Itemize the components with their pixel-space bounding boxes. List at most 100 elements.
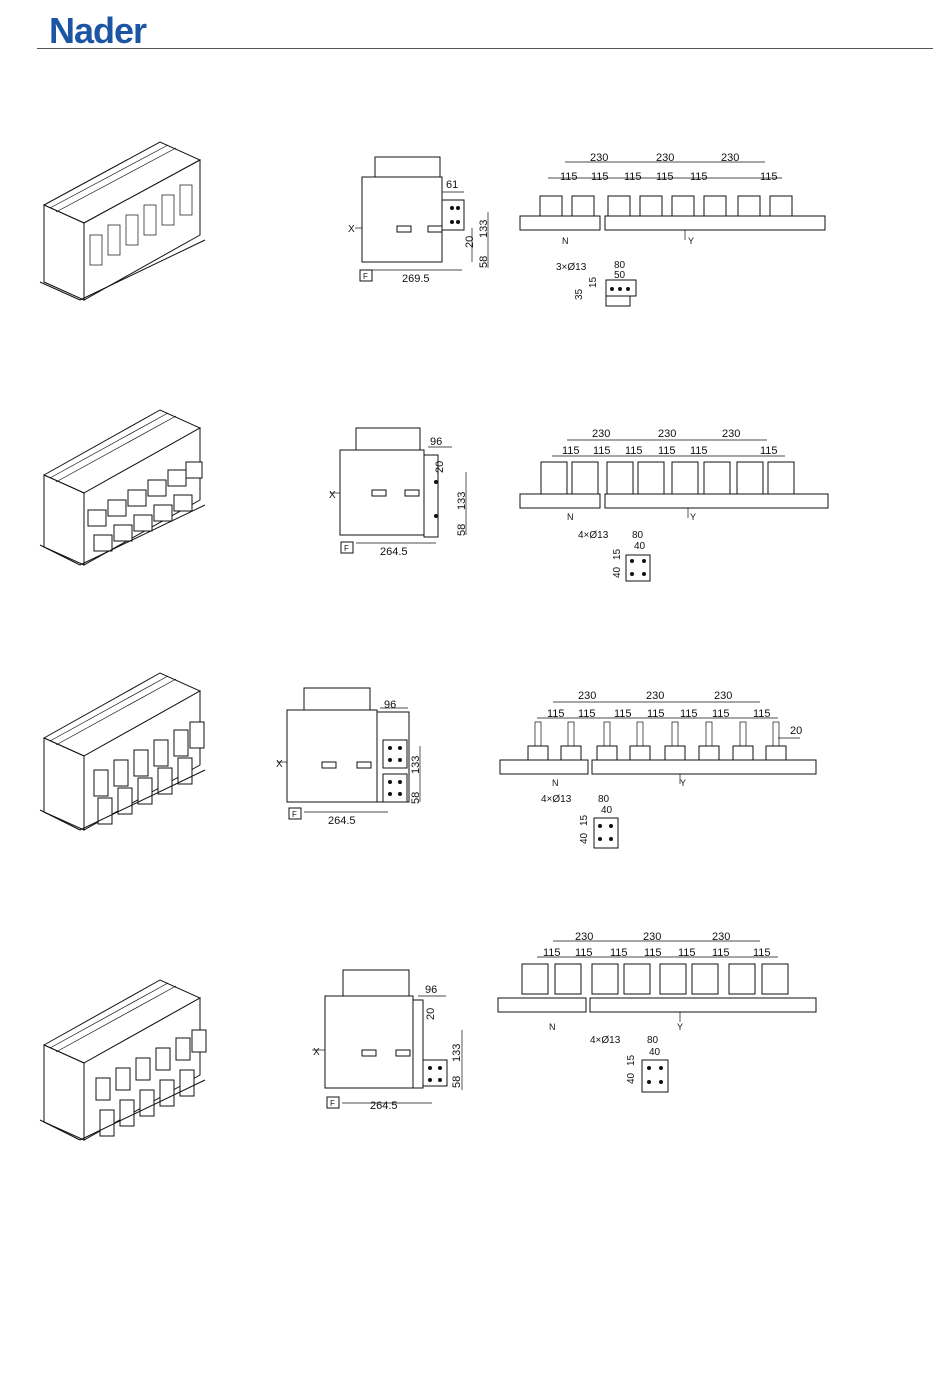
detail-w2-1: 50	[614, 270, 626, 281]
terminal-detail-2	[625, 554, 651, 582]
top-dim-115-c-2: 115	[625, 445, 643, 457]
top-dim-115-c-4: 115	[610, 947, 628, 959]
side-dim-h3-2: 58	[456, 524, 468, 536]
detail-h2-1: 35	[574, 288, 585, 300]
top-dim-115-f-1: 115	[760, 171, 778, 183]
detail-w1-2: 80	[632, 530, 644, 541]
top-dim-115-a-4: 115	[543, 947, 561, 959]
top-dim-230-b-4: 230	[643, 931, 661, 943]
side-axis-x-1: X	[348, 224, 355, 235]
isometric-view-4	[39, 979, 207, 1141]
terminal-detail-4	[641, 1059, 669, 1093]
top-label-y-1: Y	[688, 236, 694, 246]
side-axis-x-2: X	[329, 490, 336, 501]
side-datum-f-2: F	[344, 544, 349, 553]
top-dim-extra-3: 20	[790, 725, 802, 737]
detail-h1-1: 15	[588, 276, 599, 288]
side-view-2	[330, 427, 467, 554]
detail-w1-3: 80	[598, 794, 610, 805]
side-dim-base-2: 264.5	[380, 546, 408, 558]
top-dim-115-d-4: 115	[644, 947, 662, 959]
side-view-4	[312, 969, 463, 1109]
detail-h2-2: 15	[612, 548, 623, 560]
top-dim-115-f-3: 115	[712, 708, 730, 720]
top-dim-230-c-1: 230	[721, 152, 739, 164]
top-label-y-3: Y	[680, 778, 686, 788]
top-dim-115-e-1: 115	[690, 171, 708, 183]
detail-w1-4: 80	[647, 1035, 659, 1046]
detail-holes-2: 4×Ø13	[578, 530, 609, 541]
top-dim-115-b-4: 115	[575, 947, 593, 959]
side-dim-h1-1: 20	[464, 236, 476, 248]
top-dim-115-d-1: 115	[656, 171, 674, 183]
detail-holes-4: 4×Ø13	[590, 1035, 621, 1046]
top-dim-115-e-3: 115	[680, 708, 698, 720]
detail-h2-4: 15	[626, 1054, 637, 1066]
isometric-view-1	[39, 141, 206, 301]
top-dim-230-a-3: 230	[578, 690, 596, 702]
detail-holes-1: 3×Ø13	[556, 262, 587, 273]
side-dim-top-3: 96	[384, 699, 396, 711]
side-dim-top-1: 61	[446, 179, 458, 191]
side-view-3	[277, 687, 421, 820]
side-dim-h3-1: 58	[478, 256, 490, 268]
side-axis-x-3: X	[276, 759, 283, 770]
top-dim-115-b-2: 115	[593, 445, 611, 457]
detail-w2-3: 40	[601, 805, 613, 816]
top-dim-230-a-4: 230	[575, 931, 593, 943]
side-dim-base-3: 264.5	[328, 815, 356, 827]
top-dim-115-d-3: 115	[647, 708, 665, 720]
detail-h1-3: 40	[579, 832, 590, 844]
side-axis-x-4: X	[313, 1047, 320, 1058]
detail-holes-3: 4×Ø13	[541, 794, 572, 805]
top-dim-230-c-2: 230	[722, 428, 740, 440]
terminal-detail-1	[605, 279, 637, 307]
top-label-n-1: N	[562, 236, 569, 246]
top-dim-115-a-3: 115	[547, 708, 565, 720]
side-dim-top-4: 96	[425, 984, 437, 996]
side-dim-top-2: 96	[430, 436, 442, 448]
top-dim-230-c-3: 230	[714, 690, 732, 702]
top-view-3	[499, 701, 817, 784]
top-dim-230-b-2: 230	[658, 428, 676, 440]
header-divider	[37, 48, 933, 49]
top-dim-115-b-3: 115	[578, 708, 596, 720]
side-dim-h3-4: 58	[451, 1076, 463, 1088]
side-dim-h2-2: 133	[456, 492, 468, 510]
top-dim-230-a-2: 230	[592, 428, 610, 440]
isometric-view-3	[39, 672, 206, 831]
isometric-view-2	[39, 409, 206, 566]
side-dim-h2-1: 133	[478, 220, 490, 238]
top-label-y-4: Y	[677, 1022, 683, 1032]
detail-w1-1: 80	[614, 260, 626, 271]
side-dim-h2-3: 133	[410, 756, 422, 774]
top-dim-115-a-2: 115	[562, 445, 580, 457]
top-dim-115-g-3: 115	[753, 708, 771, 720]
top-label-n-2: N	[567, 512, 574, 522]
top-view-4	[497, 940, 817, 1022]
detail-w2-2: 40	[634, 541, 646, 552]
top-dim-115-a-1: 115	[560, 171, 578, 183]
top-view-2	[519, 439, 829, 518]
top-dim-115-e-4: 115	[678, 947, 696, 959]
side-dim-h1-2: 20	[434, 461, 446, 473]
detail-h1-4: 40	[626, 1072, 637, 1084]
top-dim-230-a-1: 230	[590, 152, 608, 164]
top-label-n-4: N	[549, 1022, 556, 1032]
side-datum-f-1: F	[363, 272, 368, 281]
top-dim-230-c-4: 230	[712, 931, 730, 943]
detail-w2-4: 40	[649, 1047, 661, 1058]
top-dim-230-b-3: 230	[646, 690, 664, 702]
top-dim-115-d-2: 115	[658, 445, 676, 457]
brand-logo: Nader	[49, 10, 147, 51]
top-dim-230-b-1: 230	[656, 152, 674, 164]
top-label-y-2: Y	[690, 512, 696, 522]
side-view-1	[355, 156, 489, 282]
side-dim-base-1: 269.5	[402, 273, 430, 285]
top-dim-115-f-4: 115	[712, 947, 730, 959]
side-dim-h1-4: 20	[425, 1008, 437, 1020]
